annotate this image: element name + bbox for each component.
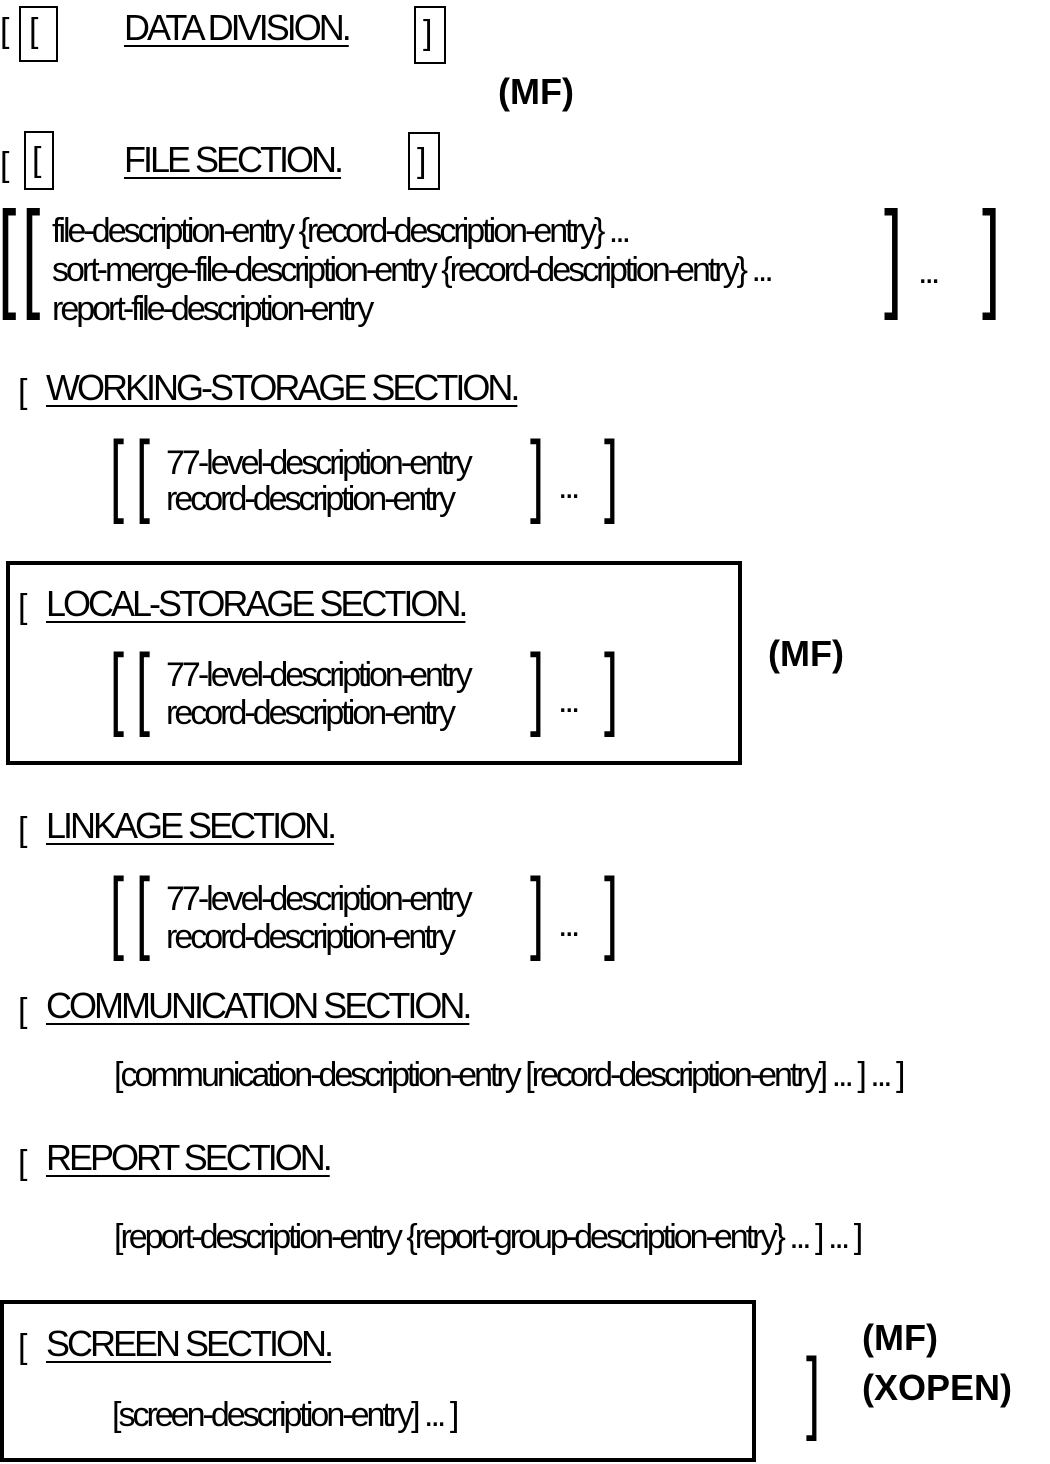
local-storage-open-bracket: [ xyxy=(18,588,28,626)
local-storage-box xyxy=(6,561,742,765)
data-division-right-box: ] xyxy=(414,6,446,64)
linkage-77-level-entry: 77-level-description-entry xyxy=(166,880,473,918)
data-division-mf-note: (MF) xyxy=(498,71,574,112)
local-storage-record-entry: record-description-entry xyxy=(166,694,456,732)
screen-xopen-note: (XOPEN) xyxy=(862,1367,1013,1408)
local-storage-outer-left-bracket: [ xyxy=(110,636,125,738)
file-section-keyword: FILE SECTION. xyxy=(124,139,344,180)
working-storage-open-bracket: [ xyxy=(18,373,28,411)
linkage-open-bracket: [ xyxy=(18,811,28,849)
local-storage-outer-right-bracket: ] xyxy=(604,636,619,738)
file-section-outer-right-bracket: ] xyxy=(982,187,1001,321)
linkage-repeat: ... xyxy=(558,906,580,944)
file-description-entry: file-description-entry {record-descripti… xyxy=(52,212,631,250)
screen-mf-note: (MF) xyxy=(862,1317,938,1358)
linkage-inner-left-bracket: [ xyxy=(136,860,151,962)
communication-open-bracket: [ xyxy=(18,992,28,1030)
file-section-right-box: ] xyxy=(408,132,440,190)
file-section-open-bracket: [ xyxy=(0,146,10,184)
data-division-boxed-open-bracket: [ xyxy=(29,12,39,50)
working-storage-outer-left-bracket: [ xyxy=(110,423,125,525)
working-storage-record-entry: record-description-entry xyxy=(166,480,456,518)
local-storage-77-level-entry: 77-level-description-entry xyxy=(166,656,473,694)
data-division-left-box: [ xyxy=(19,6,58,62)
linkage-outer-left-bracket: [ xyxy=(110,860,125,962)
communication-description-line: [communication-description-entry [record… xyxy=(114,1056,905,1094)
linkage-inner-right-bracket: ] xyxy=(530,860,545,962)
report-description-line: [report-description-entry {report-group-… xyxy=(114,1218,863,1256)
linkage-outer-right-bracket: ] xyxy=(604,860,619,962)
report-keyword: REPORT SECTION. xyxy=(46,1137,333,1178)
screen-open-bracket: [ xyxy=(18,1328,28,1366)
file-section-repeat: ... xyxy=(918,253,940,291)
screen-description-line: [screen-description-entry] ... ] xyxy=(112,1396,459,1434)
file-section-inner-right-bracket: ] xyxy=(884,187,903,321)
local-storage-inner-right-bracket: ] xyxy=(530,636,545,738)
file-section-left-box: [ xyxy=(24,131,54,190)
local-storage-repeat: ... xyxy=(558,682,580,720)
working-storage-77-level-entry: 77-level-description-entry xyxy=(166,444,473,482)
linkage-keyword: LINKAGE SECTION. xyxy=(46,805,337,846)
communication-keyword: COMMUNICATION SECTION. xyxy=(46,985,472,1026)
report-open-bracket: [ xyxy=(18,1144,28,1182)
report-file-description-entry: report-file-description-entry xyxy=(52,290,374,328)
data-division-boxed-close-bracket: ] xyxy=(423,14,433,52)
working-storage-inner-right-bracket: ] xyxy=(530,423,545,525)
file-section-boxed-open-bracket: [ xyxy=(32,141,42,179)
working-storage-inner-left-bracket: [ xyxy=(136,423,151,525)
local-storage-mf-note: (MF) xyxy=(768,633,844,674)
data-division-keyword: DATA DIVISION. xyxy=(124,7,352,48)
screen-keyword: SCREEN SECTION. xyxy=(46,1323,334,1364)
local-storage-keyword: LOCAL-STORAGE SECTION. xyxy=(46,583,468,624)
sort-merge-file-description-entry: sort-merge-file-description-entry {recor… xyxy=(52,251,774,289)
working-storage-repeat: ... xyxy=(558,468,580,506)
file-section-outer-left-bracket: [ xyxy=(0,194,16,314)
file-section-boxed-close-bracket: ] xyxy=(417,142,427,180)
working-storage-keyword: WORKING-STORAGE SECTION. xyxy=(46,367,520,408)
screen-section-box xyxy=(0,1300,756,1462)
data-division-open-bracket: [ xyxy=(0,12,10,50)
linkage-record-entry: record-description-entry xyxy=(166,918,456,956)
screen-close-bracket: ] xyxy=(806,1340,821,1442)
local-storage-inner-left-bracket: [ xyxy=(136,636,151,738)
working-storage-outer-right-bracket: ] xyxy=(604,423,619,525)
file-section-inner-left-bracket: [ xyxy=(22,187,41,321)
